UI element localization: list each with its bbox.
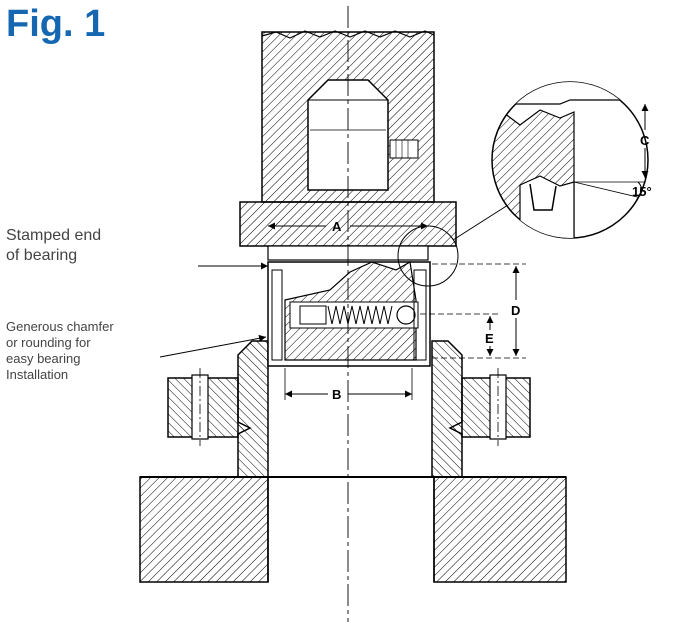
chamfer-note-line-4: Installation: [6, 367, 69, 382]
base-plate: [139, 476, 567, 583]
bearing-housing: [167, 340, 531, 478]
angle-label: 15°: [632, 184, 652, 199]
figure-title: Fig. 1: [6, 3, 106, 45]
needle-bearing: [267, 261, 431, 367]
chamfer-note-line-3: easy bearing: [6, 351, 81, 366]
dimension-d-label: D: [511, 303, 520, 318]
dimension-b: B: [284, 368, 413, 402]
dimension-a-label: A: [332, 219, 342, 234]
chamfer-note-line-2: or rounding for: [6, 335, 91, 350]
detail-marker-circle: [397, 225, 459, 287]
dimension-e-label: E: [485, 331, 494, 346]
detail-view: C 15°: [491, 81, 652, 239]
stamped-note-line-2: of bearing: [6, 247, 78, 264]
dimension-a: A: [268, 219, 428, 234]
dimension-d-e: D E: [420, 263, 526, 359]
chamfer-note-line-1: Generous chamfer: [6, 319, 114, 334]
stamped-end-note: Stamped end of bearing: [6, 226, 146, 266]
detail-leader-line: [452, 204, 509, 241]
dimension-b-label: B: [332, 387, 341, 402]
stamped-note-line-1: Stamped end: [6, 227, 102, 244]
chamfer-note: Generous chamfer or rounding for easy be…: [6, 319, 156, 383]
dimension-c-label: C: [640, 133, 650, 148]
chamfer-leader: [159, 334, 267, 358]
